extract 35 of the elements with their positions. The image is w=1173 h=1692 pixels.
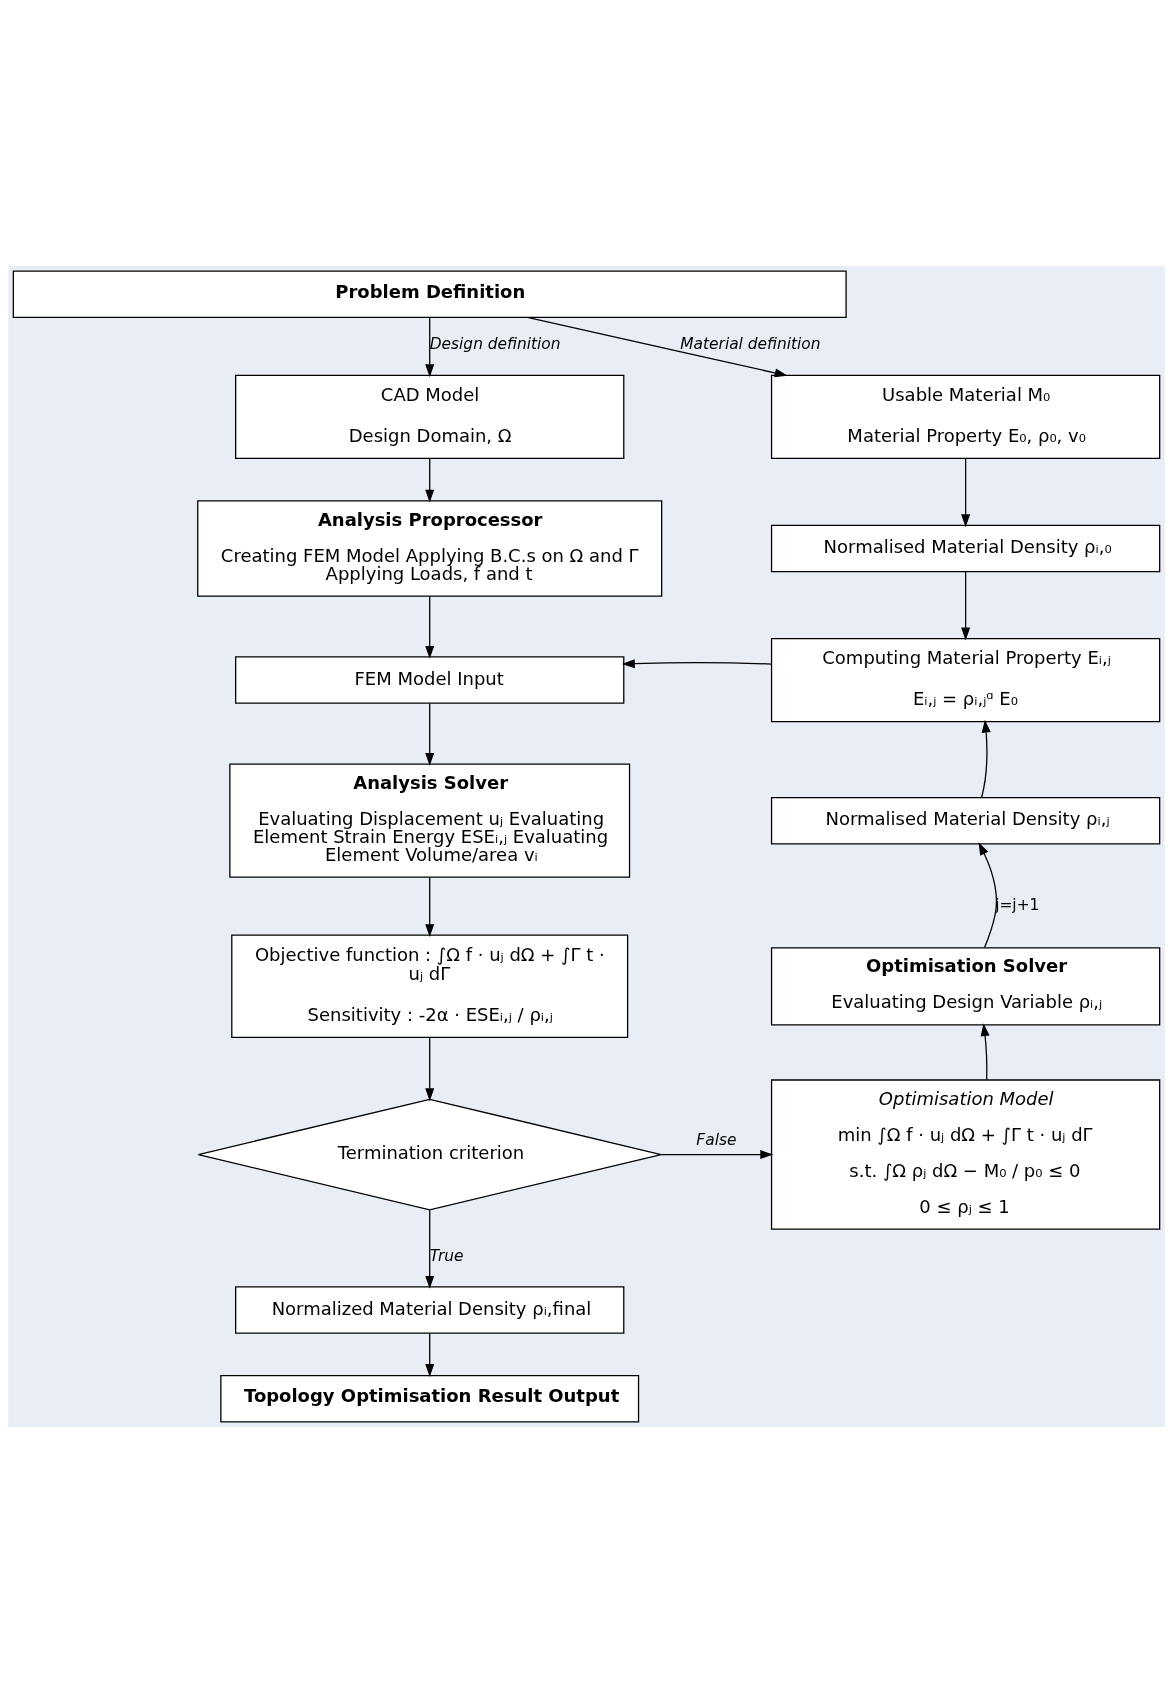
node-box: Normalised Material Density ρᵢ,₀ [770,524,1161,572]
arrow [961,457,971,527]
node-box: Problem Definition [12,270,847,318]
arrow [425,702,435,766]
arrow [425,595,435,659]
node-box: FEM Model Input [235,655,625,704]
node-box: CAD Model Design Domain, Ω [235,374,625,459]
edge-label: Material definition [680,334,821,353]
arrow [425,457,435,502]
arrow [425,1209,435,1289]
node-box: Analysis Solver Evaluating Displacement uⱼ Evaluating Element Strain Energy ESEᵢ,ⱼ Evaluating Element Volume/area vᵢ [229,762,631,878]
node-box: Normalized Material Density ρᵢ,final [235,1285,625,1334]
arrow [526,316,788,377]
edge-label: Design definition [429,334,561,353]
node-box: Computing Material Property Eᵢ,ⱼ Eᵢ,ⱼ = ρᵢ,ⱼᵅ E₀ [770,637,1161,722]
arrow [980,1022,990,1081]
arrow [425,1036,435,1101]
node-box: Usable Material M₀ Material Property E₀, ρ₀, v₀ [770,374,1161,459]
node-diamond: Termination criterion [197,1098,662,1210]
node-box: Analysis Proprocessor Creating FEM Model Applying B.C.s on Ω and Γ Applying Loads, f and t [197,499,663,597]
node-box: Optimisation Solver Evaluating Design Variable ρᵢ,ⱼ [770,946,1161,1026]
arrow [961,570,971,640]
arrow [660,1149,774,1159]
arrow [425,1332,435,1377]
node-box: Topology Optimisation Result Output [220,1374,640,1422]
node-box: Optimisation Model min ∫Ω f · uⱼ dΩ + ∫Γ t · uⱼ dΓ s.t. ∫Ω ρⱼ dΩ − M₀ / p₀ ≤ 0 0 ≤ ρⱼ ≤ 1 [770,1078,1161,1230]
edge-label: True [429,1246,464,1265]
node-box: Normalised Material Density ρᵢ,ⱼ [770,796,1161,844]
arrow [621,658,773,668]
node-box: Objective function : ∫Ω f · uⱼ dΩ + ∫Γ t · uⱼ dΓ Sensitivity : -2α · ESEᵢ,ⱼ / ρᵢ,ⱼ [231,934,629,1038]
edge-label: False [696,1130,737,1149]
arrow [425,876,435,937]
arrow [425,316,435,377]
arrow [981,719,991,798]
arrow [978,841,997,948]
